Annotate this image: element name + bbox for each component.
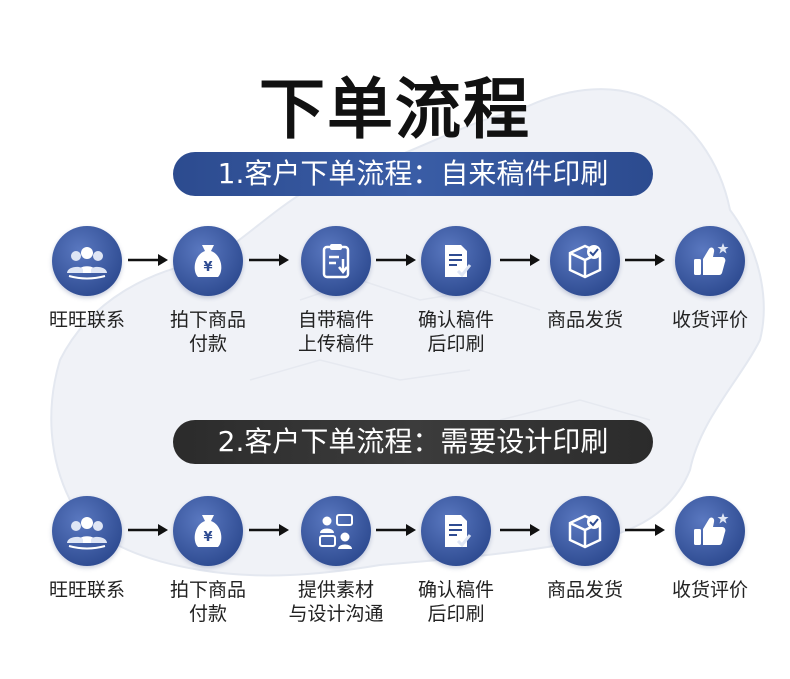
clipboard-download-icon <box>301 226 371 296</box>
step: 旺旺联系 <box>27 496 147 602</box>
document-check-icon <box>421 496 491 566</box>
step: 收货评价 <box>650 496 770 602</box>
package-check-icon <box>550 496 620 566</box>
people-icon <box>52 496 122 566</box>
document-check-icon <box>421 226 491 296</box>
arrow-right-icon <box>500 522 540 538</box>
section-banner-1: 1.客户下单流程：自来稿件印刷 <box>173 152 653 196</box>
money-bag-icon: ¥ <box>173 496 243 566</box>
arrow-right-icon <box>376 252 416 268</box>
step-label: 旺旺联系 <box>48 579 125 601</box>
arrow-right-icon <box>500 252 540 268</box>
thumbs-up-icon <box>675 226 745 296</box>
step-label: 提供素材与设计沟通 <box>288 579 384 625</box>
step-label: 自带稿件上传稿件 <box>297 309 374 355</box>
step: 商品发货 <box>525 226 645 332</box>
money-bag-icon: ¥ <box>173 226 243 296</box>
step-row-1: 旺旺联系 ¥ 拍下商品付款 自带稿件上传稿件 确认稿件后印刷 商品发货 收货评价 <box>0 226 790 366</box>
step-label: 确认稿件后印刷 <box>417 309 494 355</box>
step: 提供素材与设计沟通 <box>276 496 396 626</box>
svg-text:¥: ¥ <box>203 260 212 275</box>
thumbs-up-icon <box>675 496 745 566</box>
step-label: 收货评价 <box>671 309 748 331</box>
arrow-right-icon <box>249 252 289 268</box>
step: 确认稿件后印刷 <box>396 226 516 356</box>
arrow-right-icon <box>128 252 168 268</box>
svg-text:¥: ¥ <box>203 530 212 545</box>
chat-people-icon <box>301 496 371 566</box>
people-icon <box>52 226 122 296</box>
arrow-right-icon <box>249 522 289 538</box>
package-check-icon <box>550 226 620 296</box>
step: 旺旺联系 <box>27 226 147 332</box>
step: 商品发货 <box>525 496 645 602</box>
arrow-right-icon <box>128 522 168 538</box>
step: 确认稿件后印刷 <box>396 496 516 626</box>
section-banner-2: 2.客户下单流程：需要设计印刷 <box>173 420 653 464</box>
step-label: 商品发货 <box>546 579 623 601</box>
page-title: 下单流程 <box>259 71 531 148</box>
arrow-right-icon <box>625 522 665 538</box>
step: ¥ 拍下商品付款 <box>148 496 268 626</box>
step-label: 商品发货 <box>546 309 623 331</box>
arrow-right-icon <box>625 252 665 268</box>
step-label: 拍下商品付款 <box>169 309 246 355</box>
step-label: 旺旺联系 <box>48 309 125 331</box>
step-row-2: 旺旺联系 ¥ 拍下商品付款 提供素材与设计沟通 确认稿件后印刷 商品发货 收货评… <box>0 496 790 636</box>
step: 自带稿件上传稿件 <box>276 226 396 356</box>
step: 收货评价 <box>650 226 770 332</box>
step: ¥ 拍下商品付款 <box>148 226 268 356</box>
arrow-right-icon <box>376 522 416 538</box>
step-label: 收货评价 <box>671 579 748 601</box>
step-label: 确认稿件后印刷 <box>417 579 494 625</box>
step-label: 拍下商品付款 <box>169 579 246 625</box>
